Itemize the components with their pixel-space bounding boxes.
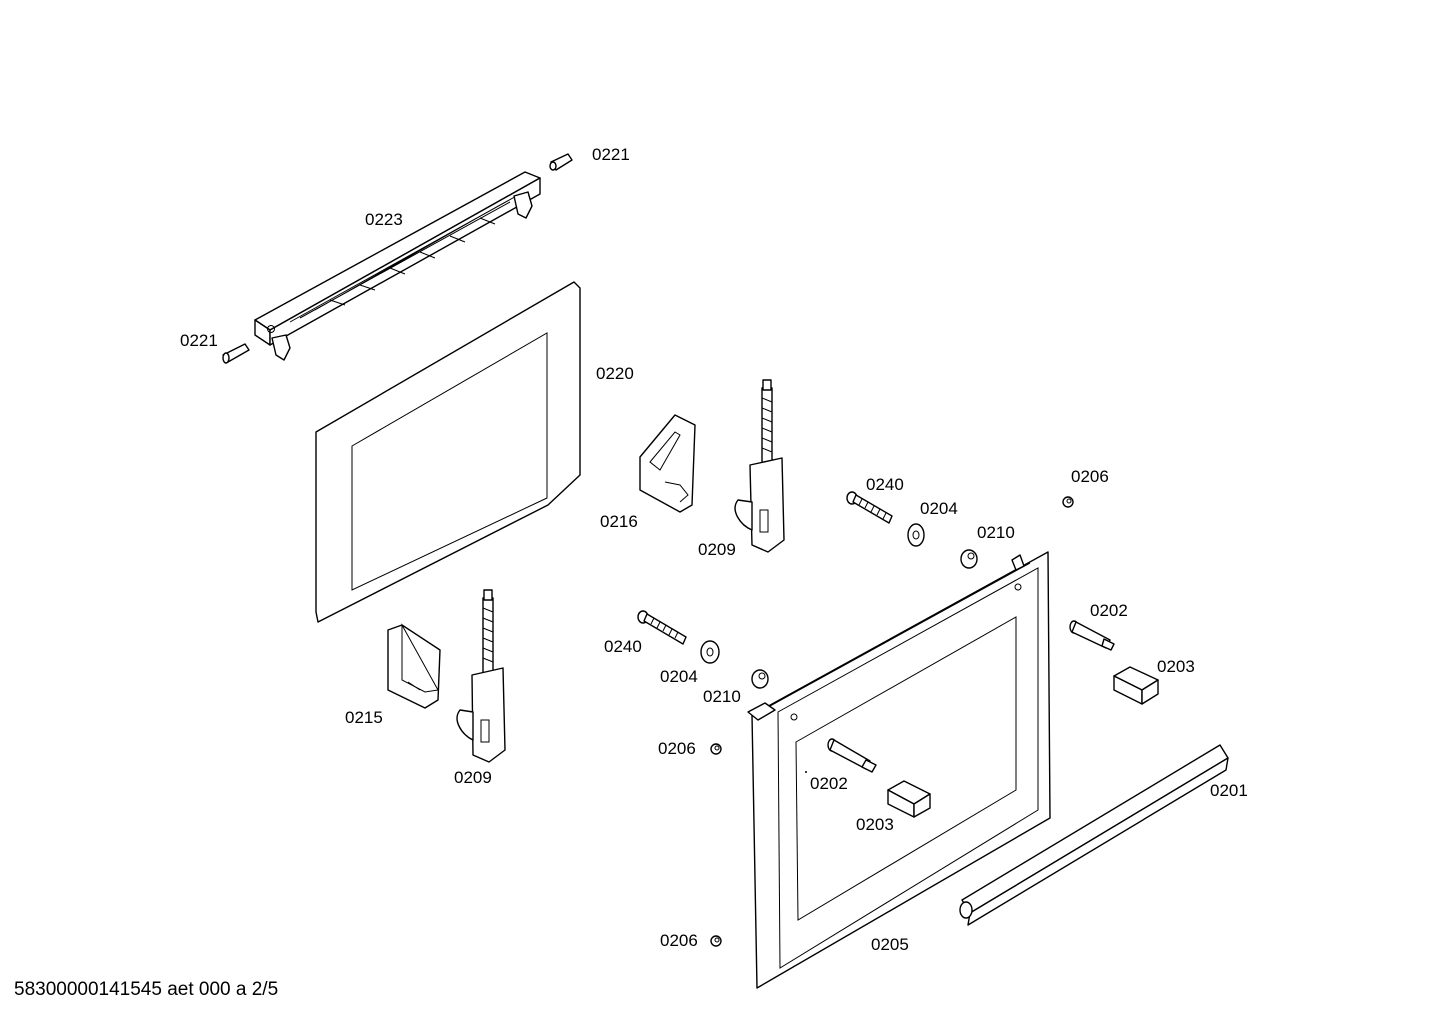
part-0209-hinge-upper	[734, 379, 785, 553]
label-0240-upper: 0240	[866, 475, 904, 494]
part-0209-hinge-lower	[456, 589, 506, 763]
part-0210-nut-lower	[751, 669, 769, 689]
part-0203-block-right	[1113, 666, 1159, 705]
label-0205: 0205	[871, 935, 909, 954]
label-0202-right: 0202	[1090, 601, 1128, 620]
label-0203-inner: 0203	[856, 815, 894, 834]
part-0210-nut-upper	[960, 549, 978, 569]
part-0201-handle-bar	[959, 744, 1229, 926]
part-0203-block-inner	[887, 780, 931, 818]
part-0240-screw-upper	[846, 491, 893, 524]
drawing-reference-number: 58300000141545 aet 000 a 2/5	[14, 979, 279, 1000]
label-0202-inner: 0202	[810, 774, 848, 793]
label-0221-top: 0221	[592, 145, 630, 164]
label-0221-left: 0221	[180, 331, 218, 350]
part-0223-top-rail	[254, 171, 541, 361]
part-0202-rod-right	[1069, 620, 1115, 651]
part-0206-clip-mid	[710, 743, 722, 755]
part-0215-bracket	[387, 623, 441, 709]
label-0210-upper: 0210	[977, 523, 1015, 542]
part-0204-washer-upper	[907, 523, 925, 547]
label-0216: 0216	[600, 512, 638, 531]
label-0209-upper: 0209	[698, 540, 736, 559]
part-0206-clip-upper	[1062, 496, 1074, 508]
part-0202-rod-inner	[827, 738, 877, 773]
part-0204-washer-lower	[700, 640, 720, 664]
label-0204-upper: 0204	[920, 499, 958, 518]
label-0223: 0223	[365, 210, 403, 229]
part-0221-pin-top	[549, 153, 573, 171]
label-0210-lower: 0210	[703, 687, 741, 706]
label-0206-bottom: 0206	[660, 931, 698, 950]
label-0204-lower: 0204	[660, 667, 698, 686]
part-0206-clip-bottom	[710, 935, 722, 947]
label-0206-upper: 0206	[1071, 467, 1109, 486]
part-0240-screw-lower	[637, 610, 687, 645]
label-0203-right: 0203	[1157, 657, 1195, 676]
label-0220: 0220	[596, 364, 634, 383]
label-0209-lower: 0209	[454, 768, 492, 787]
label-0215: 0215	[345, 708, 383, 727]
label-0240-lower: 0240	[604, 637, 642, 656]
part-0221-pin-left	[222, 343, 250, 364]
part-0220-glass-pane	[315, 281, 581, 623]
part-0216-bracket	[639, 414, 696, 513]
label-0206-mid: 0206	[658, 739, 696, 758]
part-0205-door-panel	[747, 551, 1051, 989]
label-0201: 0201	[1210, 781, 1248, 800]
